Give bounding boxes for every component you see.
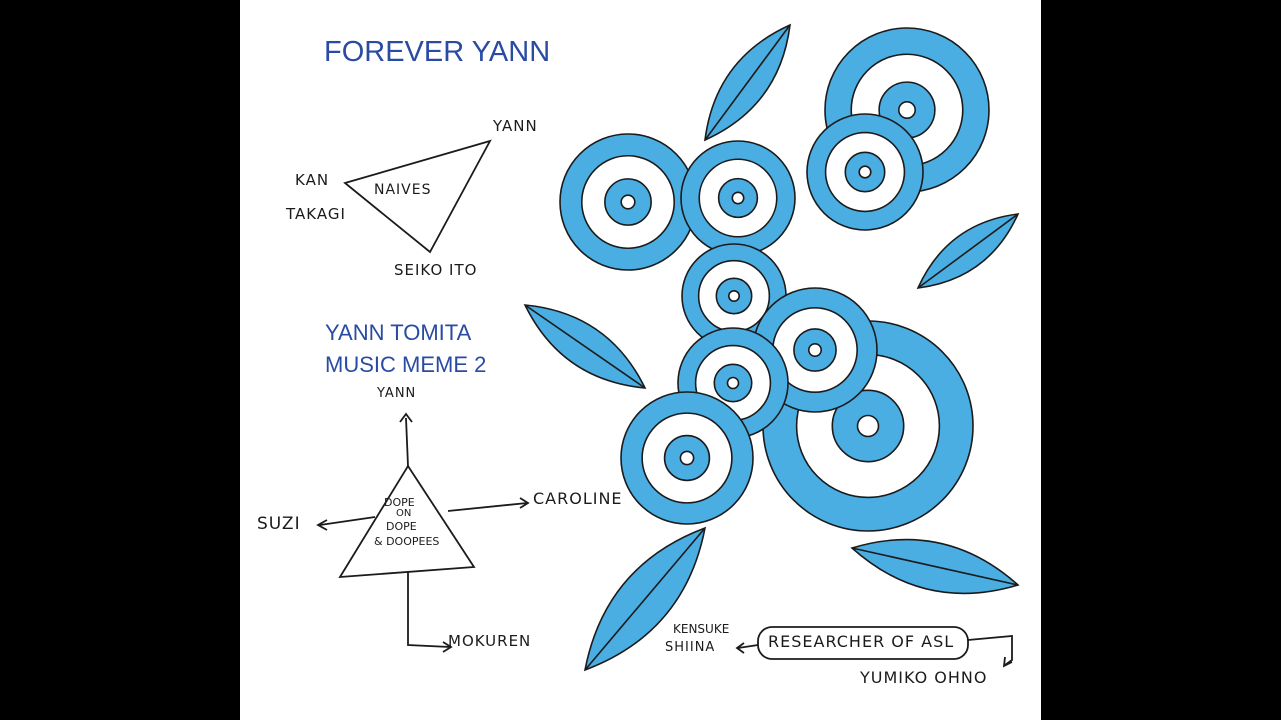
arrow-right <box>447 497 530 512</box>
cover-subtitle-line1: YANN TOMITA <box>325 320 472 345</box>
circle-ring <box>727 289 740 302</box>
concentric-circle <box>559 133 697 271</box>
leaf-vein <box>704 24 791 141</box>
arrow-down <box>407 572 453 653</box>
diagram3-left-label-1: KENSUKE <box>673 622 730 636</box>
concentric-circle <box>806 113 924 231</box>
diagram2-bottom-label: MOKUREN <box>448 632 532 650</box>
diagram3-left-label-2: SHIINA <box>665 640 716 655</box>
leaf-vein <box>584 527 706 671</box>
diagram1-top-label: YANN <box>493 117 538 135</box>
circle-ring <box>679 450 695 466</box>
cover-title: FOREVER YANN <box>324 36 551 68</box>
album-cover: FOREVER YANN YANN TOMITA MUSIC MEME 2 YA… <box>240 0 1041 720</box>
concentric-circle <box>620 391 754 525</box>
diagram1-center-label: NAIVES <box>374 182 432 198</box>
diagram3-box-label: RESEARCHER OF ASL <box>768 632 955 651</box>
leaf-vein <box>851 547 1019 586</box>
diagram2-left-label: SUZI <box>257 514 301 534</box>
leaves <box>523 23 1020 672</box>
circle-ring <box>807 342 822 357</box>
circle-ring <box>731 191 745 205</box>
concentric-circle <box>680 140 796 256</box>
diagram1-left-label-2: TAKAGI <box>286 205 346 223</box>
circle-ring <box>726 376 740 390</box>
cover-subtitle-line2: MUSIC MEME 2 <box>325 352 487 377</box>
arrow-up <box>399 412 413 467</box>
researcher-box <box>757 626 969 660</box>
diagram1-bottom-label: SEIKO ITO <box>394 261 478 279</box>
leaf-vein <box>524 304 646 389</box>
diagram2-center-line2: ON <box>396 508 412 519</box>
circle-ring <box>620 194 636 210</box>
diagram2-center-line4: & DOOPEES <box>374 535 440 548</box>
concentric-circles <box>559 27 990 532</box>
diagram-lines <box>316 139 1013 668</box>
diagram2-center-line1: DOPE <box>384 496 415 509</box>
arrow-yumiko <box>967 635 1013 668</box>
cover-illustration <box>316 23 1020 672</box>
leaf-vein <box>917 213 1019 289</box>
diagram1-left-label-1: KAN <box>295 171 330 189</box>
diagram2-top-label: YANN <box>377 386 417 401</box>
diagram2-center-line3: DOPE <box>386 520 417 533</box>
diagram2-right-label: CAROLINE <box>533 489 623 508</box>
arrow-left <box>316 516 376 531</box>
circle-ring <box>897 101 916 120</box>
arrow-kensuke <box>735 642 759 654</box>
dope-triangle <box>338 464 476 579</box>
diagram3-bottom-label: YUMIKO OHNO <box>860 668 988 687</box>
circle-ring <box>856 414 880 438</box>
naives-triangle <box>343 139 492 254</box>
circle-ring <box>858 165 872 179</box>
